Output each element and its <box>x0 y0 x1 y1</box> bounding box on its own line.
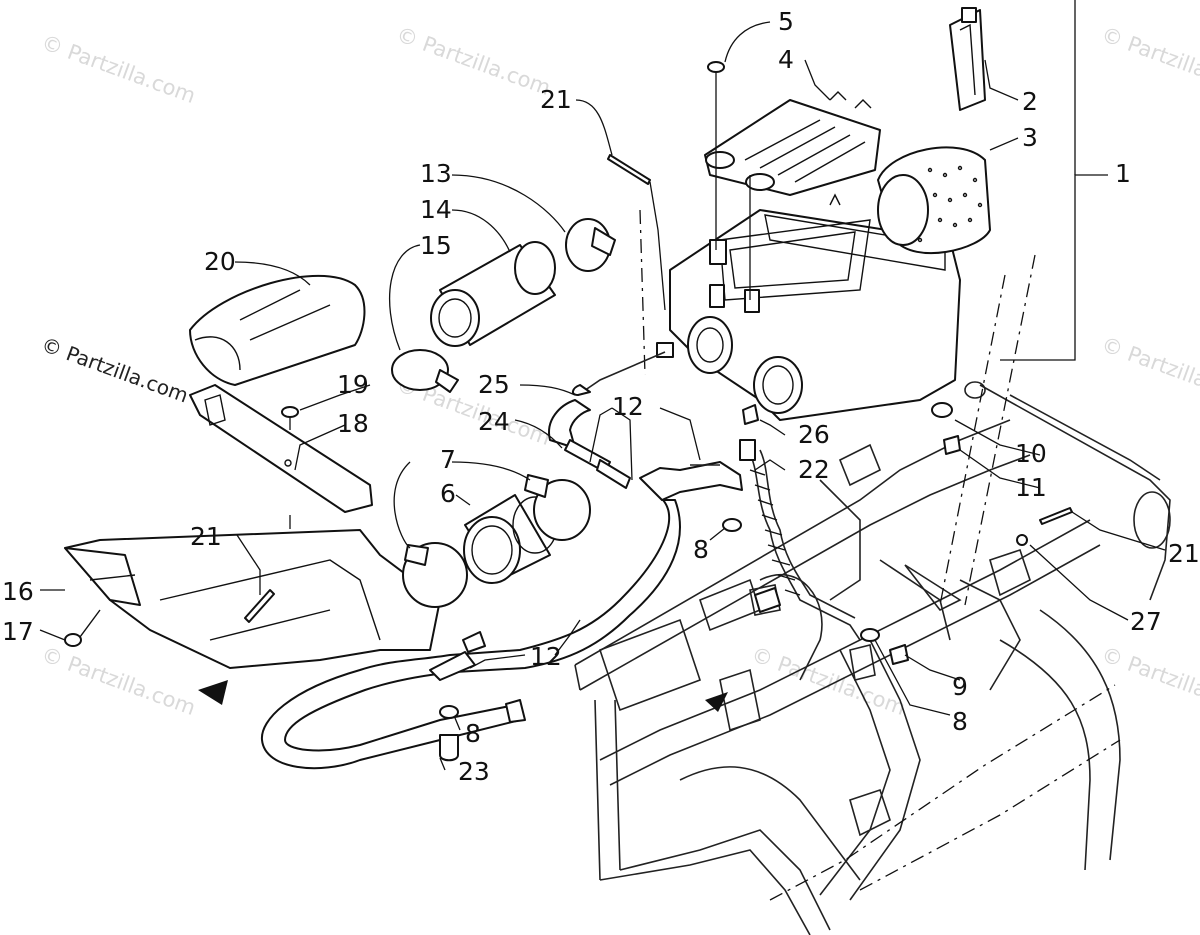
intake-duct <box>64 529 441 705</box>
part-label-9: 9 <box>952 672 968 701</box>
watermark: © Partzilla.com <box>1098 22 1200 100</box>
part-label-7: 7 <box>440 445 456 474</box>
part-label-24: 24 <box>478 407 510 436</box>
part-label-20: 20 <box>204 247 236 276</box>
screw-19 <box>281 406 299 430</box>
part-label-15: 15 <box>420 231 452 260</box>
part-label-27: 27 <box>1130 607 1162 636</box>
watermark: © Partzilla.com <box>38 30 198 108</box>
coupler <box>402 474 591 608</box>
part-label-8c: 8 <box>952 707 968 736</box>
air-box <box>656 193 961 421</box>
watermark-dark: © Partzilla.com <box>38 332 191 407</box>
pre-filter <box>949 7 986 111</box>
part-label-18: 18 <box>337 409 369 438</box>
clip-17 <box>64 609 101 647</box>
part-label-12b: 12 <box>530 642 562 671</box>
part-label-1: 1 <box>1115 159 1131 188</box>
intake-boot <box>391 218 616 393</box>
part-label-26: 26 <box>798 420 830 449</box>
filter-element <box>877 146 991 254</box>
washer-27 <box>1016 534 1028 546</box>
part-label-23: 23 <box>458 757 490 786</box>
part-label-25: 25 <box>478 370 510 399</box>
part-label-3: 3 <box>1022 123 1038 152</box>
arrow-marker <box>705 692 728 712</box>
watermark: © Partzilla.com <box>393 22 553 100</box>
screw-5 <box>707 61 751 300</box>
part-label-17: 17 <box>2 617 34 646</box>
part-labels: 1 2 3 4 5 6 7 8 8 8 9 10 11 12 12 13 14 … <box>2 7 1200 786</box>
leader-lines <box>39 0 1166 771</box>
screw-21-left <box>244 589 275 623</box>
part-label-10: 10 <box>1015 439 1047 468</box>
part-label-8a: 8 <box>693 535 709 564</box>
part-label-14: 14 <box>420 195 452 224</box>
part-label-21c: 21 <box>1168 539 1200 568</box>
watermark: © Partzilla.com <box>1098 332 1200 410</box>
part-label-21b: 21 <box>190 522 222 551</box>
hoses <box>260 351 861 770</box>
part-label-4: 4 <box>778 45 794 74</box>
part-label-13: 13 <box>420 159 452 188</box>
part-label-8b: 8 <box>465 719 481 748</box>
watermark: © Partzilla.com <box>38 642 198 720</box>
frame <box>574 381 1171 935</box>
part-label-19: 19 <box>337 370 369 399</box>
part-label-11: 11 <box>1015 473 1047 502</box>
part-label-6: 6 <box>440 479 456 508</box>
air-box-cover <box>704 91 881 196</box>
watermark: © Partzilla.com <box>748 642 908 720</box>
part-label-21a: 21 <box>540 85 572 114</box>
screw-21-right <box>1039 507 1073 525</box>
fittings <box>439 384 961 762</box>
screw-21-top <box>607 154 651 185</box>
seal-strip <box>189 384 373 513</box>
part-label-12a: 12 <box>612 392 644 421</box>
part-label-22: 22 <box>798 455 830 484</box>
part-label-2: 2 <box>1022 87 1038 116</box>
part-label-16: 16 <box>2 577 34 606</box>
cover-20 <box>189 274 366 386</box>
part-label-5: 5 <box>778 7 794 36</box>
